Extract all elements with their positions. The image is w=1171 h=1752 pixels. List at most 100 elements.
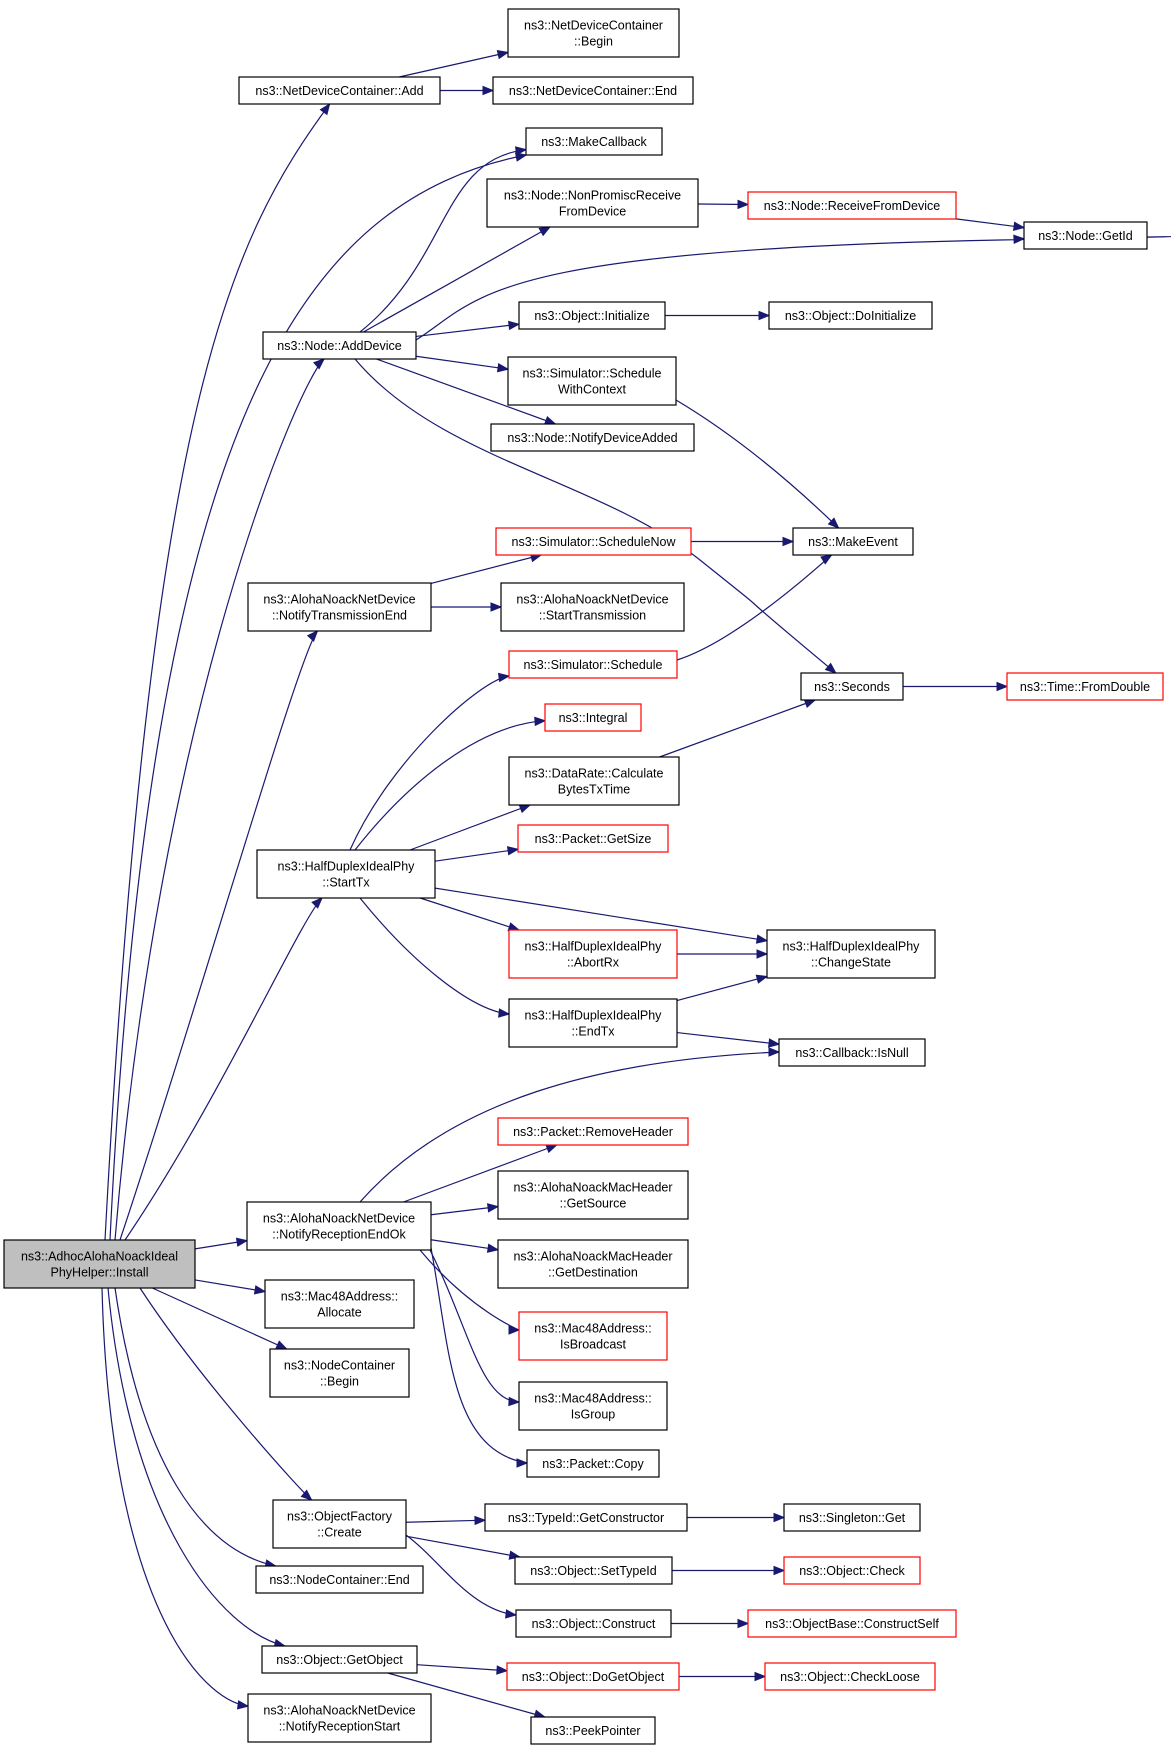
node-label-line: ::StartTransmission [539, 609, 646, 623]
node-nc-begin[interactable]: ns3::NodeContainer::Begin [269, 1348, 410, 1398]
node-label-line: ns3::AlohaNoackNetDevice [263, 1704, 415, 1718]
edge-starttx-to-abortrx [419, 897, 521, 932]
node-obj-check[interactable]: ns3::Object::Check [783, 1556, 921, 1585]
node-fromdouble[interactable]: ns3::Time::FromDouble [1006, 672, 1164, 701]
edge-notifyrxendok-to-getsource [430, 1203, 500, 1216]
node-getdestination[interactable]: ns3::AlohaNoackMacHeader::GetDestination [497, 1239, 689, 1289]
node-obj-doinitialize[interactable]: ns3::Object::DoInitialize [768, 301, 933, 330]
node-getobject[interactable]: ns3::Object::GetObject [261, 1645, 418, 1674]
node-endtx[interactable]: ns3::HalfDuplexIdealPhy::EndTx [508, 998, 678, 1048]
node-objfactory-create[interactable]: ns3::ObjectFactory::Create [272, 1499, 407, 1549]
node-nc-end[interactable]: ns3::NodeContainer::End [255, 1565, 424, 1594]
node-box [764, 1662, 936, 1691]
node-adddevice[interactable]: ns3::Node::AddDevice [262, 331, 417, 360]
node-obj-initialize[interactable]: ns3::Object::Initialize [518, 301, 666, 330]
node-getconstructor[interactable]: ns3::TypeId::GetConstructor [484, 1503, 688, 1532]
node-integral[interactable]: ns3::Integral [544, 703, 642, 732]
node-construct[interactable]: ns3::Object::Construct [515, 1609, 672, 1638]
node-box [497, 1239, 689, 1289]
arrowhead [820, 554, 833, 565]
node-ndc-begin[interactable]: ns3::NetDeviceContainer::Begin [507, 8, 680, 58]
node-label-line: ns3::AdhocAlohaNoackIdeal [21, 1250, 178, 1264]
node-label-line: ns3::Object::DoGetObject [522, 1670, 665, 1684]
node-makeevent[interactable]: ns3::MakeEvent [792, 527, 914, 556]
node-schedulenow[interactable]: ns3::Simulator::ScheduleNow [495, 527, 692, 556]
node-box [508, 998, 678, 1048]
node-box [518, 1311, 668, 1361]
node-label-line: ns3::HalfDuplexIdealPhy [525, 1009, 663, 1023]
node-constructself[interactable]: ns3::ObjectBase::ConstructSelf [747, 1609, 957, 1638]
node-install[interactable]: ns3::AdhocAlohaNoackIdealPhyHelper::Inst… [3, 1239, 196, 1289]
node-checkloose[interactable]: ns3::Object::CheckLoose [764, 1662, 936, 1691]
node-label-line: ::EndTx [571, 1025, 615, 1039]
node-starttransmission[interactable]: ns3::AlohaNoackNetDevice::StartTransmiss… [500, 582, 685, 632]
node-getsize[interactable]: ns3::Packet::GetSize [517, 824, 669, 853]
node-ndc-end[interactable]: ns3::NetDeviceContainer::End [492, 76, 694, 105]
edge-getconstructor-to-singleton_get [687, 1512, 786, 1523]
node-isbroadcast[interactable]: ns3::Mac48Address::IsBroadcast [518, 1311, 668, 1361]
node-seconds[interactable]: ns3::Seconds [800, 672, 904, 701]
node-label-line: ns3::Node::AddDevice [277, 339, 401, 353]
node-label-line: ns3::AlohaNoackNetDevice [263, 1212, 415, 1226]
arrowhead [300, 1489, 313, 1501]
node-label-line: ns3::Node::ReceiveFromDevice [764, 199, 941, 213]
edge-objfactory_create-to-settypeid [405, 1535, 522, 1560]
node-label-line: ns3::AlohaNoackMacHeader [513, 1181, 672, 1195]
node-label-line: ns3::HalfDuplexIdealPhy [278, 860, 416, 874]
edge-starttx-to-integral [354, 716, 547, 851]
node-getid[interactable]: ns3::Node::GetId [1023, 221, 1148, 250]
node-dogetobject[interactable]: ns3::Object::DoGetObject [506, 1662, 680, 1691]
arrowhead [486, 1243, 500, 1253]
node-removeheader[interactable]: ns3::Packet::RemoveHeader [497, 1117, 689, 1146]
node-label-line: ::Begin [574, 35, 613, 49]
node-notifytxend[interactable]: ns3::AlohaNoackNetDevice::NotifyTransmis… [247, 582, 432, 632]
arrowhead [505, 1609, 518, 1619]
arrowhead [773, 1512, 786, 1523]
node-settypeid[interactable]: ns3::Object::SetTypeId [514, 1556, 673, 1585]
edge-construct-to-constructself [671, 1618, 750, 1629]
arrowhead [782, 536, 795, 547]
arrowhead [737, 199, 750, 210]
node-mac-allocate[interactable]: ns3::Mac48Address::Allocate [264, 1279, 415, 1329]
node-box [747, 1609, 957, 1638]
node-isgroup[interactable]: ns3::Mac48Address::IsGroup [518, 1381, 668, 1431]
node-label-line: ns3::Object::Construct [532, 1617, 656, 1631]
node-label-line: ns3::NodeContainer [284, 1359, 395, 1373]
node-makecallback[interactable]: ns3::MakeCallback [525, 127, 663, 156]
node-receivefromdevice[interactable]: ns3::Node::ReceiveFromDevice [747, 191, 957, 220]
node-changestate[interactable]: ns3::HalfDuplexIdealPhy::ChangeState [766, 929, 936, 979]
arrowhead [545, 1144, 558, 1154]
edge-schedulenow-to-makeevent [691, 536, 795, 547]
node-box [783, 1503, 921, 1532]
node-box [256, 849, 436, 899]
node-label-line: ::NotifyTransmissionEnd [272, 609, 407, 623]
node-notifyrxendok[interactable]: ns3::AlohaNoackNetDevice::NotifyReceptio… [246, 1201, 432, 1251]
node-ndc-add[interactable]: ns3::NetDeviceContainer::Add [238, 76, 441, 105]
edge-settypeid-to-obj_check [672, 1565, 786, 1576]
edge-endtx-to-isnull [676, 1031, 781, 1048]
node-notifyrxstart[interactable]: ns3::AlohaNoackNetDevice::NotifyReceptio… [247, 1693, 432, 1743]
edge-schedwithctx-to-makeevent [675, 399, 840, 529]
arrowhead [490, 602, 503, 612]
node-label-line: ns3::Integral [559, 711, 628, 725]
node-abortrx[interactable]: ns3::HalfDuplexIdealPhy::AbortRx [508, 929, 678, 979]
node-box [508, 929, 678, 979]
node-label-line: WithContext [558, 383, 627, 397]
node-notifydeviceadded[interactable]: ns3::Node::NotifyDeviceAdded [490, 423, 695, 452]
node-getsource[interactable]: ns3::AlohaNoackMacHeader::GetSource [497, 1170, 689, 1220]
node-starttx[interactable]: ns3::HalfDuplexIdealPhy::StartTx [256, 849, 436, 899]
edge-install-to-adddevice [114, 358, 326, 1241]
node-schedule[interactable]: ns3::Simulator::Schedule [508, 650, 678, 679]
edge-install-to-makecallback [109, 152, 528, 1241]
node-peekpointer[interactable]: ns3::PeekPointer [530, 1716, 656, 1745]
node-isnull[interactable]: ns3::Callback::IsNull [778, 1038, 926, 1067]
node-packet-copy[interactable]: ns3::Packet::Copy [526, 1449, 660, 1478]
edge-adddevice-to-obj_initialize [415, 320, 521, 338]
node-label-line: ns3::Callback::IsNull [795, 1046, 908, 1060]
edge-adddevice-to-schedwithctx [415, 355, 510, 373]
node-singleton-get[interactable]: ns3::Singleton::Get [783, 1503, 921, 1532]
arrowhead [506, 846, 520, 856]
